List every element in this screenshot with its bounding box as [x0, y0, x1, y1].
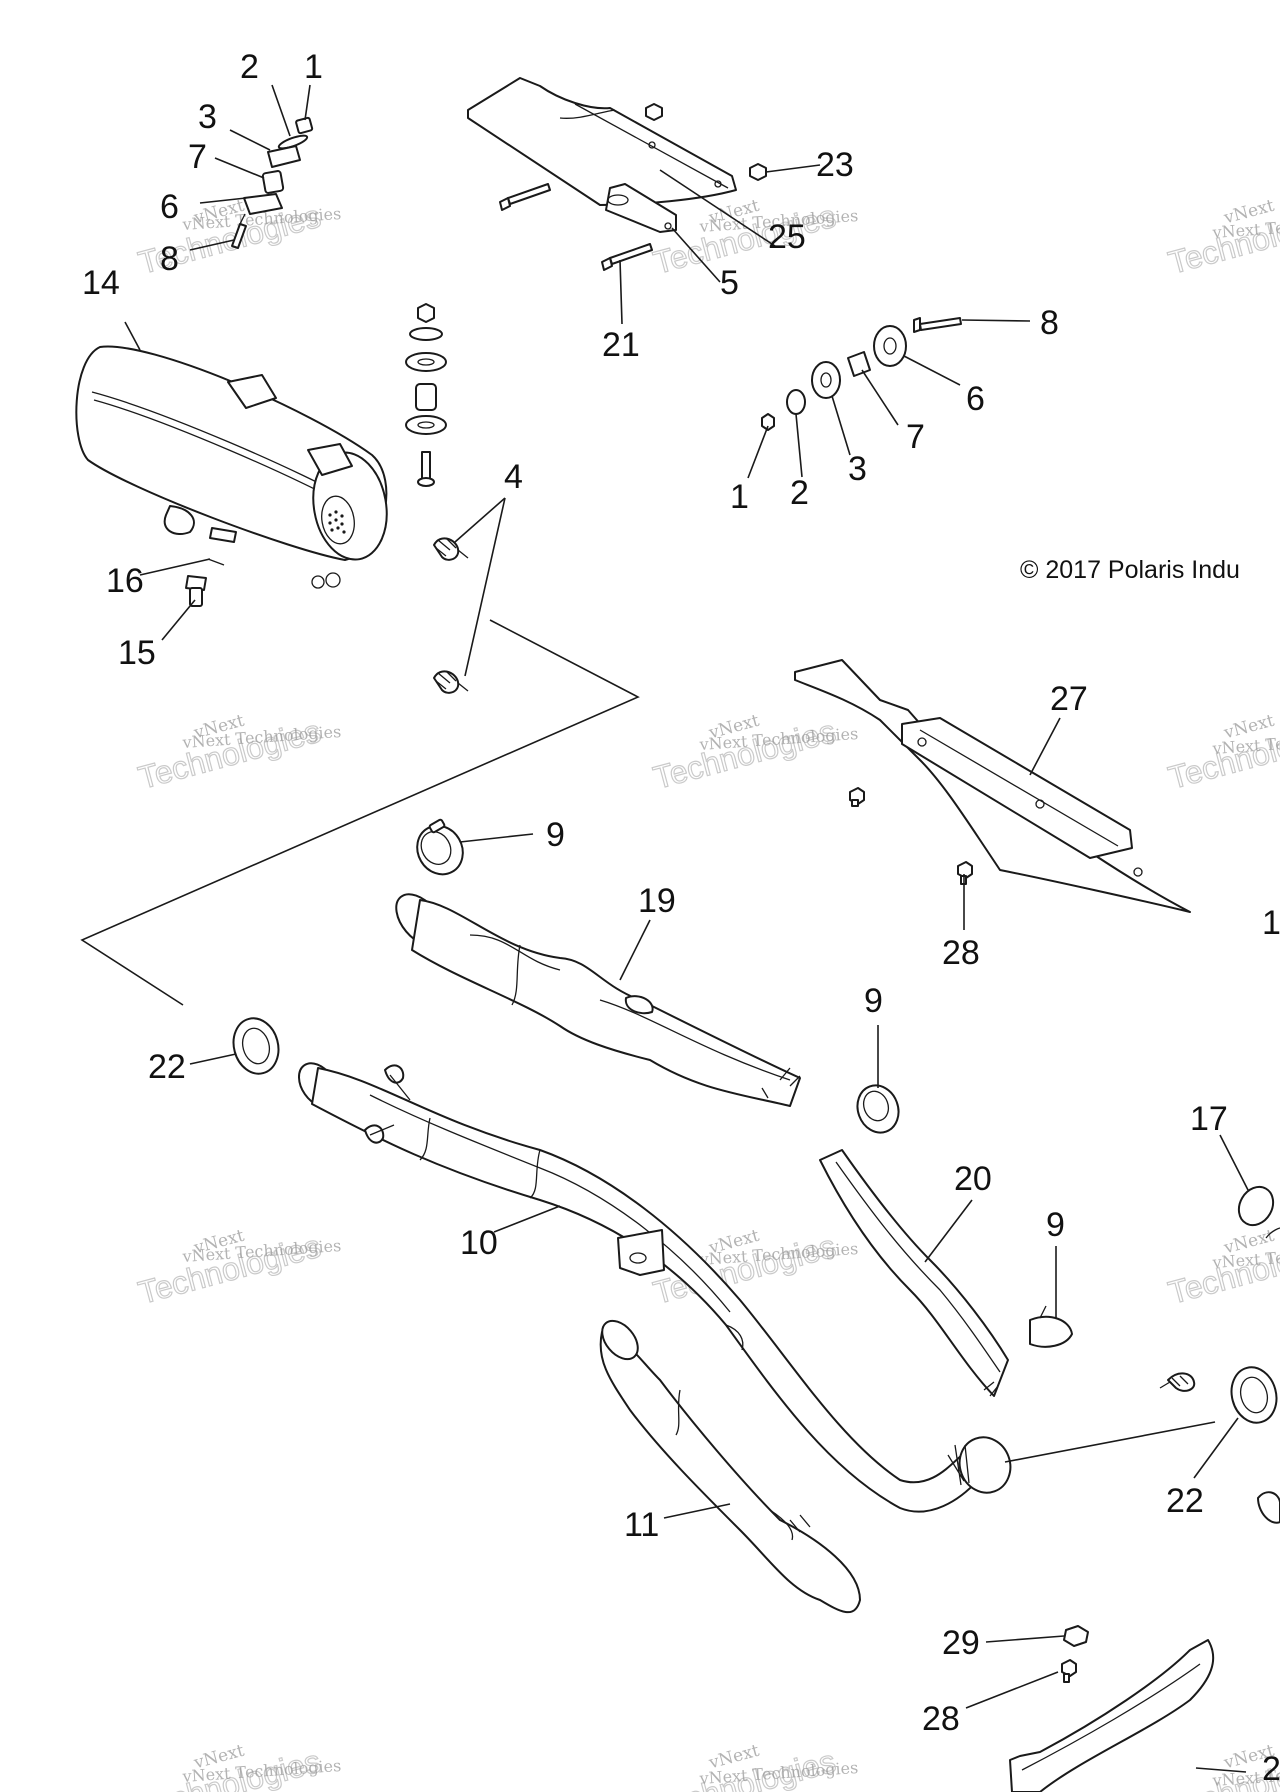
nut-1a [295, 116, 314, 135]
callout-3b: 3 [848, 450, 867, 488]
callout-20: 20 [954, 1160, 992, 1198]
bolt-15 [185, 575, 207, 591]
nut-29 [1063, 1625, 1089, 1647]
leader-lines [124, 84, 1249, 1773]
callout-5: 5 [720, 264, 739, 302]
right-edge-parts [1009, 1185, 1280, 1792]
gasket-22b [1230, 1366, 1278, 1424]
callout-8: 8 [160, 240, 179, 278]
muffler-tab [209, 527, 237, 543]
muffler [75, 345, 388, 589]
muffler-mount-hardware-top [231, 116, 314, 249]
callout-2b: 2 [790, 474, 809, 512]
bolt-28b [1061, 1659, 1077, 1677]
mount-stack-right [761, 317, 962, 431]
callout-2: 2 [240, 48, 259, 86]
nut-23 [749, 163, 767, 181]
head-pipe-10 [297, 1062, 1012, 1513]
callout-19: 19 [638, 882, 676, 920]
callout-22a: 22 [148, 1048, 186, 1086]
heat-shield-20 [819, 1149, 1009, 1397]
muffler-bracket [307, 443, 353, 476]
heat-shield-27 [794, 659, 1191, 913]
grommet-3a [267, 145, 301, 168]
callout-4: 4 [504, 458, 523, 496]
nut-1b [761, 413, 775, 431]
muffler-perforations [328, 510, 346, 534]
pipe-19-clip [624, 995, 654, 1015]
bolt-28a [957, 861, 973, 879]
callout-7: 7 [188, 138, 207, 176]
callout-25: 25 [768, 218, 806, 256]
callout-labels: 1 2 3 7 6 8 14 16 15 4 23 25 5 21 8 6 7 … [82, 48, 1280, 1788]
callout-2-edge: 2 [1262, 1750, 1280, 1788]
arrestor-bolt [185, 558, 225, 607]
gasket-22a [232, 1017, 280, 1075]
bolt-left [507, 183, 551, 205]
copyright-notice: © 2017 Polaris Indu [1020, 556, 1240, 584]
grommet-6b [873, 325, 907, 367]
bolt-8b [919, 317, 962, 331]
callout-6: 6 [160, 188, 179, 226]
callout-3: 3 [198, 98, 217, 136]
callout-23: 23 [816, 146, 854, 184]
clamp-9b [856, 1084, 900, 1134]
bracket-lower-right [1009, 1639, 1215, 1792]
gasket-17 [1237, 1185, 1275, 1227]
nut-top [645, 103, 663, 121]
reference-lines [80, 619, 640, 1006]
callout-1b: 1 [730, 478, 749, 516]
callout-14: 14 [82, 264, 120, 302]
grommet-6a [243, 193, 283, 215]
clamp-9c [1029, 1305, 1073, 1348]
spring-right-lower [1257, 1491, 1280, 1524]
pipe-11 [599, 1319, 861, 1613]
callout-7b: 7 [906, 418, 925, 456]
pipe-19 [395, 893, 801, 1107]
callout-6b: 6 [966, 380, 985, 418]
callout-27: 27 [1050, 680, 1088, 718]
spring-right [1167, 1372, 1196, 1392]
callout-1-edge: 1 [1262, 904, 1280, 942]
bolt-21 [609, 243, 653, 265]
callout-1: 1 [304, 48, 323, 86]
hanger-spring [364, 1124, 385, 1144]
clip-16 [207, 558, 225, 566]
head-pipe-bracket [617, 1229, 665, 1276]
muffler-bracket [227, 374, 277, 409]
washer-2b [786, 389, 806, 415]
callout-9c: 9 [1046, 1206, 1065, 1244]
bolt-8a [231, 223, 247, 249]
callout-17: 17 [1190, 1100, 1228, 1138]
callout-22b: 22 [1166, 1482, 1204, 1520]
grommet-3b [811, 361, 841, 399]
callout-28a: 28 [942, 934, 980, 972]
callout-21: 21 [602, 326, 640, 364]
callout-11: 11 [624, 1506, 659, 1544]
spacer-7a [261, 170, 285, 194]
spacer-7b [847, 351, 871, 377]
mount-stack-center [405, 303, 447, 487]
callout-28b: 28 [922, 1700, 960, 1738]
hanger-spring [384, 1064, 405, 1084]
callout-15: 15 [118, 634, 156, 672]
callout-29: 29 [942, 1624, 980, 1662]
callout-9b: 9 [864, 982, 883, 1020]
callout-9a: 9 [546, 816, 565, 854]
springs-4 [433, 537, 469, 694]
callout-10: 10 [460, 1224, 498, 1262]
callout-16: 16 [106, 562, 144, 600]
callout-8b: 8 [1040, 304, 1059, 342]
clamp-9a [416, 818, 464, 876]
heat-shield-top [467, 77, 767, 271]
muffler-inlet [163, 505, 195, 535]
